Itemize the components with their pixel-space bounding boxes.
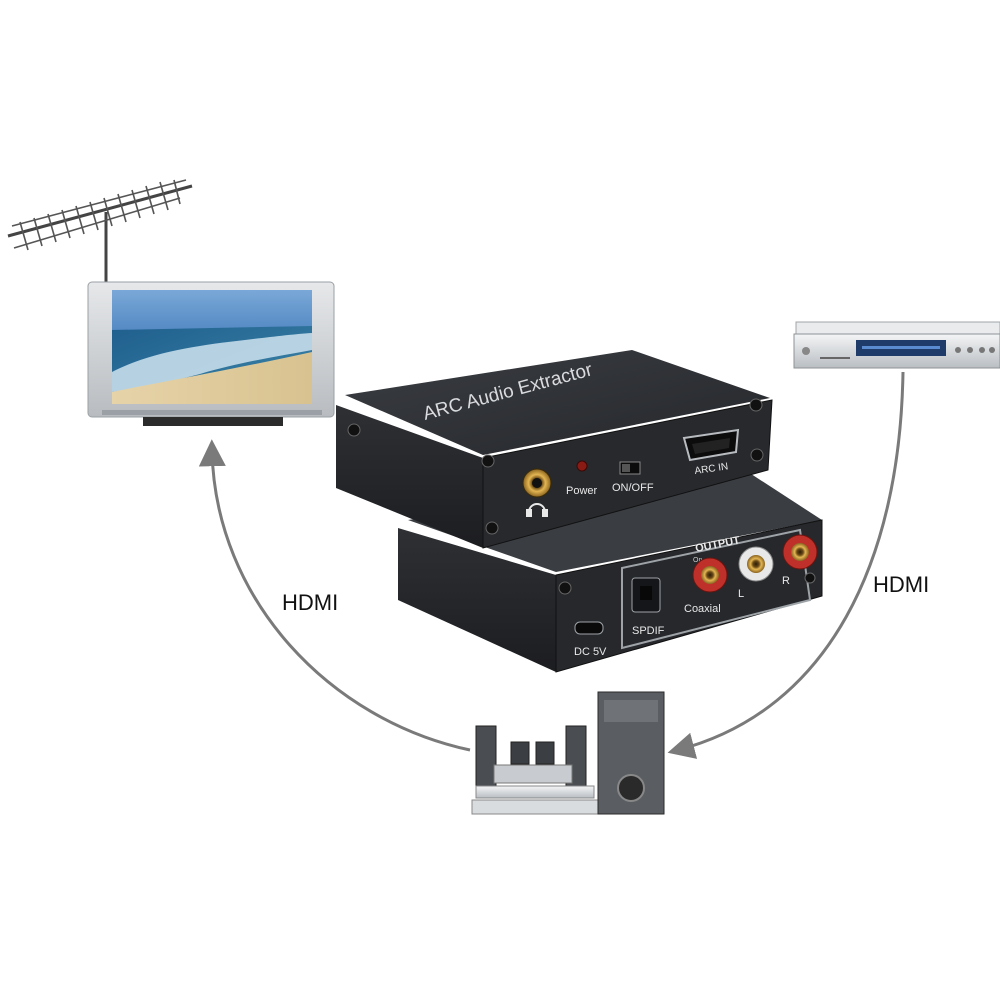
hdmi-arc-in-port <box>682 428 740 462</box>
antenna-icon <box>7 179 193 286</box>
spdif-label: SPDIF <box>632 625 665 637</box>
extractor-back-unit: OUTPUT On SPDIF Coaxial L R DC 5V <box>398 470 823 673</box>
headphone-icon <box>526 503 548 517</box>
dc-5v-label: DC 5V <box>574 646 607 658</box>
home-theater-icon <box>471 691 665 815</box>
hdmi-label-right: HDMI <box>873 572 929 597</box>
power-led <box>576 460 588 472</box>
hdmi-arrow-left <box>198 439 471 752</box>
coaxial-label: Coaxial <box>684 603 721 615</box>
dc-5v-port <box>574 621 604 635</box>
on-off-label: ON/OFF <box>612 482 654 494</box>
rca-coaxial-port <box>692 557 728 593</box>
arc-in-label: ARC IN <box>694 461 729 477</box>
r-channel-label: R <box>782 575 790 587</box>
television-icon <box>87 281 335 426</box>
power-label: Power <box>566 485 598 497</box>
headphone-jack <box>522 468 552 498</box>
dvd-player-icon <box>793 321 1000 369</box>
hdmi-label-left: HDMI <box>282 590 338 615</box>
hdmi-arrow-right <box>667 371 905 759</box>
connection-arrows: HDMI HDMI <box>198 371 929 759</box>
rca-left-port <box>738 546 774 582</box>
output-panel-frame <box>621 528 812 650</box>
extractor-front-unit: ARC Audio Extractor Power ON/OFF ARC IN <box>336 350 773 549</box>
l-channel-label: L <box>738 588 744 600</box>
rca-right-port <box>782 534 818 570</box>
on-mark-label: On <box>693 557 702 564</box>
